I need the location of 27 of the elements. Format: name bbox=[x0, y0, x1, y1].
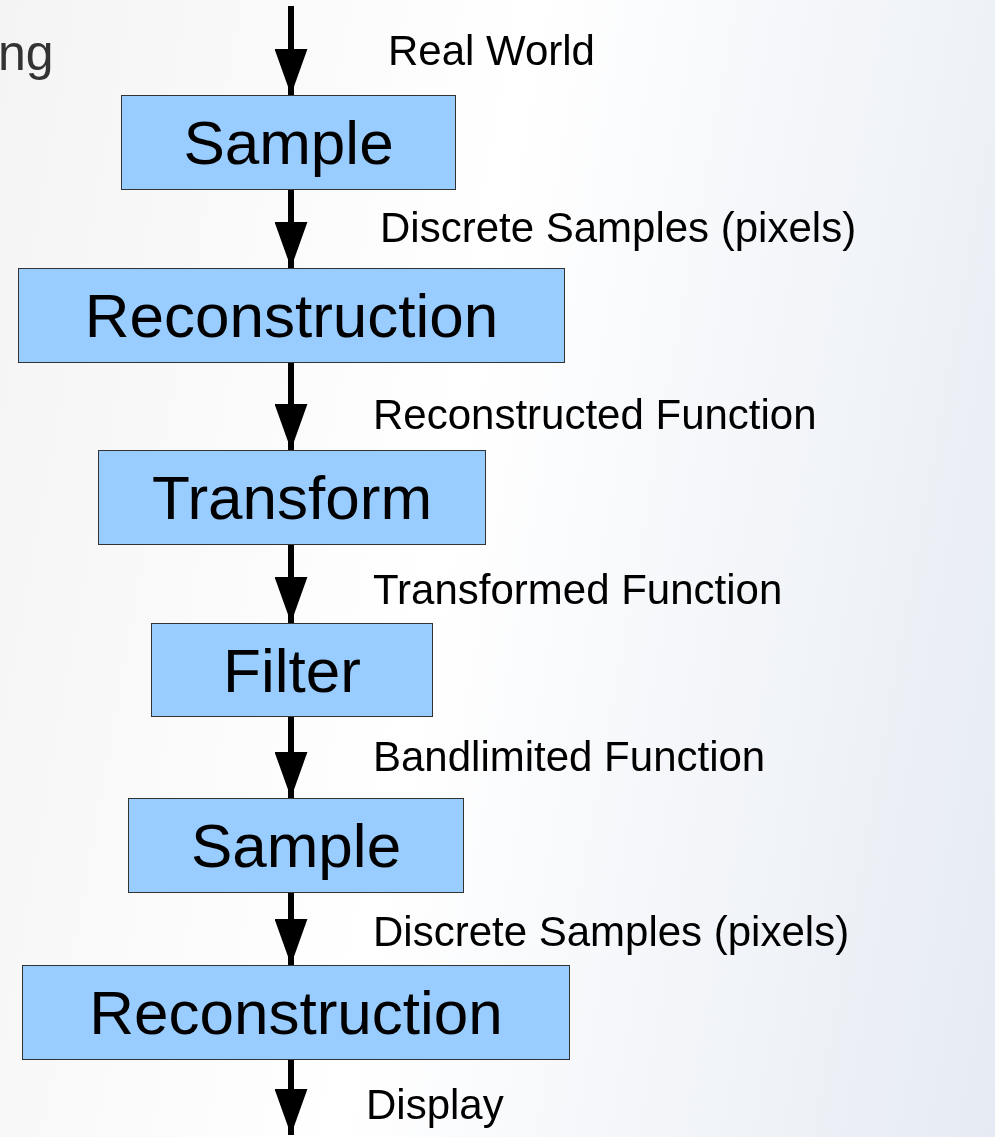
arrow bbox=[274, 1060, 308, 1135]
arrow bbox=[274, 190, 308, 268]
edge-label: Discrete Samples (pixels) bbox=[380, 207, 857, 249]
arrow bbox=[274, 6, 308, 95]
arrow bbox=[274, 893, 308, 965]
arrow bbox=[274, 717, 308, 798]
box-label: Reconstruction bbox=[89, 977, 503, 1048]
title-fragment: ng bbox=[0, 28, 54, 78]
process-box bbox=[98, 450, 486, 545]
box-label: Transform bbox=[151, 462, 433, 533]
edge-label: Transformed Function bbox=[373, 569, 783, 611]
edge-label: Bandlimited Function bbox=[373, 736, 766, 778]
box-label: Sample bbox=[190, 810, 402, 881]
edge-label: Reconstructed Function bbox=[373, 394, 817, 436]
edge-label: Display bbox=[366, 1084, 504, 1126]
process-box bbox=[151, 623, 433, 717]
process-box bbox=[22, 965, 570, 1060]
process-box bbox=[121, 95, 456, 190]
box-label: Reconstruction bbox=[84, 280, 499, 351]
edge-label: Discrete Samples (pixels) bbox=[373, 911, 850, 953]
process-box bbox=[128, 798, 464, 893]
box-label: Sample bbox=[183, 107, 394, 178]
process-box bbox=[18, 268, 565, 363]
box-label: Filter bbox=[223, 634, 361, 706]
edge-label: Real World bbox=[388, 30, 595, 72]
arrow bbox=[274, 363, 308, 450]
arrow bbox=[274, 545, 308, 623]
